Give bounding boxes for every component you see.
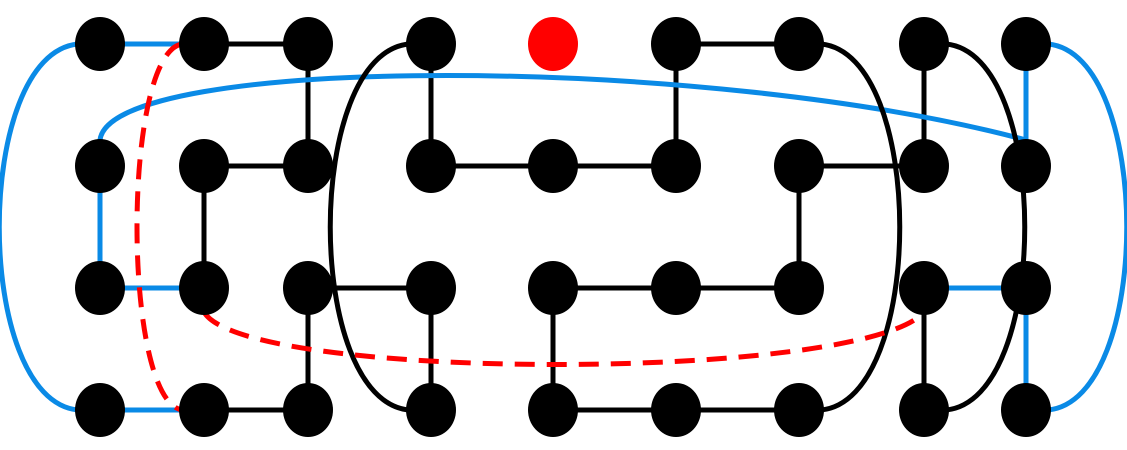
node-n14 xyxy=(528,139,578,193)
edge-layer xyxy=(0,41,1127,413)
node-n12 xyxy=(283,139,333,193)
node-n3 xyxy=(283,17,333,71)
edge-n9-n36 xyxy=(1047,41,1127,413)
node-n32 xyxy=(528,383,578,437)
node-n20 xyxy=(179,261,229,315)
edge-n10-n18 xyxy=(97,73,1027,143)
node-n34 xyxy=(774,383,824,437)
node-n23 xyxy=(528,261,578,315)
node-n11 xyxy=(179,139,229,193)
node-n25 xyxy=(774,261,824,315)
node-n24 xyxy=(651,261,701,315)
node-n18 xyxy=(1001,139,1051,193)
node-n27 xyxy=(1001,261,1051,315)
node-n21 xyxy=(283,261,333,315)
edge-n2-n29 xyxy=(134,41,183,413)
node-n26 xyxy=(899,261,949,315)
edge-n4-n31 xyxy=(327,41,410,413)
node-n31 xyxy=(406,383,456,437)
node-n1 xyxy=(75,17,125,71)
node-n19 xyxy=(75,261,125,315)
node-n28 xyxy=(75,383,125,437)
node-n2 xyxy=(179,17,229,71)
node-n13 xyxy=(406,139,456,193)
node-n35 xyxy=(899,383,949,437)
node-n33 xyxy=(651,383,701,437)
node-n29 xyxy=(179,383,229,437)
node-n7 xyxy=(774,17,824,71)
node-n9 xyxy=(1001,17,1051,71)
node-n10 xyxy=(75,139,125,193)
node-n30 xyxy=(283,383,333,437)
node-n16 xyxy=(774,139,824,193)
edge-n1-n28 xyxy=(0,41,79,413)
edge-n7-n34 xyxy=(820,41,903,413)
node-n4 xyxy=(406,17,456,71)
node-n15 xyxy=(651,139,701,193)
node-n8 xyxy=(899,17,949,71)
node-n6 xyxy=(651,17,701,71)
node-layer xyxy=(75,17,1051,437)
node-n17 xyxy=(899,139,949,193)
edge-n8-n35 xyxy=(945,41,1028,413)
edge-n20-n26 xyxy=(201,310,926,367)
node-n36 xyxy=(1001,383,1051,437)
node-n5 xyxy=(528,17,578,71)
node-n22 xyxy=(406,261,456,315)
